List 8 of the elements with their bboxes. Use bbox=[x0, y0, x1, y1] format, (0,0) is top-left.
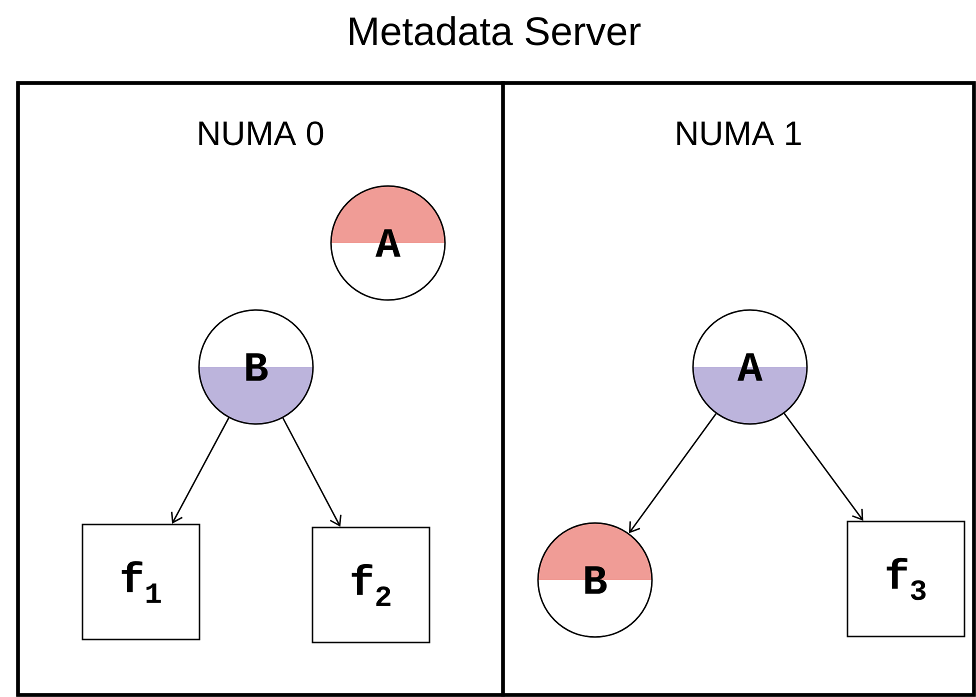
arrow bbox=[170, 418, 230, 524]
file-box: f$_{3}$ bbox=[846, 520, 966, 638]
arrow bbox=[282, 418, 342, 527]
arrow bbox=[628, 413, 717, 534]
file-box: f$_{2}$ bbox=[312, 526, 430, 644]
file-box: f$_{1}$ bbox=[82, 524, 200, 640]
arrow bbox=[784, 413, 864, 521]
node-label: Metadata Server bbox=[350, 16, 641, 46]
